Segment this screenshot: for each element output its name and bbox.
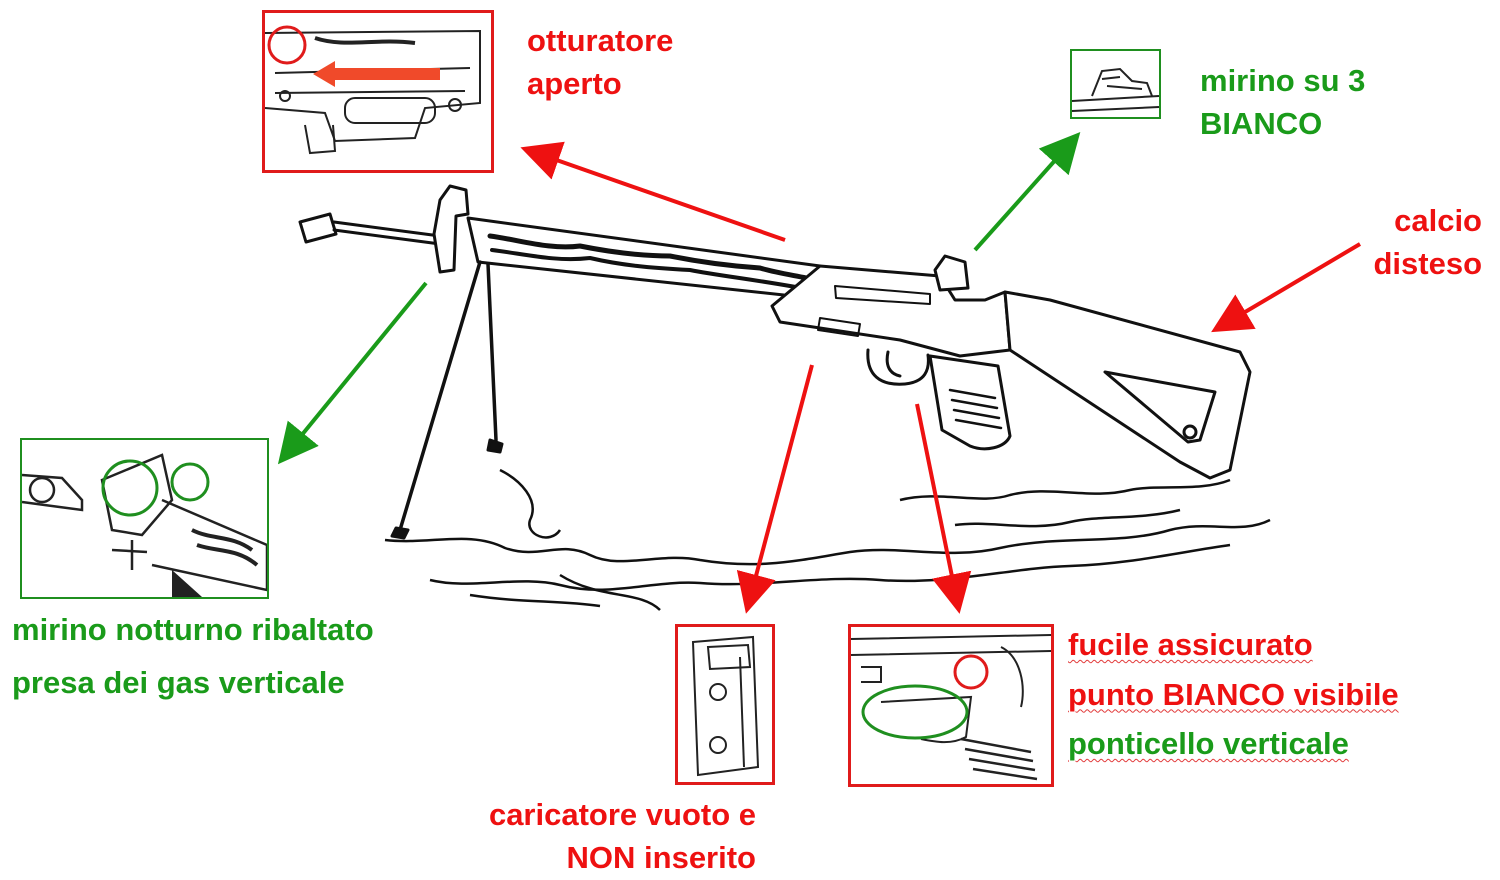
rear-sight-detail-icon bbox=[1072, 67, 1159, 112]
safety-detail-box bbox=[848, 624, 1054, 787]
label-otturatore-line-2: aperto bbox=[527, 65, 622, 101]
night-sight-gas-detail-icon bbox=[22, 453, 267, 597]
label-mirino-notturno-line-2: presa dei gas verticale bbox=[12, 665, 345, 701]
label-mirino-su-3: mirino su 3 BIANCO bbox=[1200, 60, 1365, 146]
label-caricatore-line-2: NON inserito bbox=[566, 839, 756, 875]
arrow-to-stock bbox=[1211, 242, 1362, 333]
label-caricatore: caricatore vuoto e NON inserito bbox=[446, 794, 756, 880]
safety-trigger-detail-icon bbox=[851, 634, 1051, 781]
label-calcio-line-2: disteso bbox=[1373, 245, 1482, 281]
label-mirino-su-3-line-2: BIANCO bbox=[1200, 105, 1323, 141]
label-calcio: calcio disteso bbox=[1362, 200, 1482, 286]
label-mirino-notturno-line-1: mirino notturno ribaltato bbox=[12, 612, 374, 647]
empty-magazine-detail-icon bbox=[691, 635, 760, 777]
magazine-detail-box bbox=[675, 624, 775, 785]
arrow-to-night-sight bbox=[277, 281, 428, 465]
night-sight-detail-box bbox=[20, 438, 269, 599]
ground-shadow bbox=[384, 468, 1271, 611]
label-fucile-line-1: fucile assicurato bbox=[1068, 627, 1313, 662]
label-caricatore-line-1: caricatore vuoto e bbox=[488, 797, 756, 832]
arrow-to-magazine bbox=[736, 364, 814, 614]
label-calcio-line-1: calcio bbox=[1394, 203, 1482, 238]
label-mirino-notturno: mirino notturno ribaltato presa dei gas … bbox=[12, 603, 374, 710]
arrow-to-sight bbox=[973, 132, 1081, 252]
arrow-to-safety bbox=[915, 403, 972, 614]
label-mirino-su-3-line-1: mirino su 3 bbox=[1200, 63, 1366, 98]
rifle-bolt-open-detail-icon bbox=[265, 25, 481, 155]
label-otturatore-line-1: otturatore bbox=[527, 23, 674, 58]
label-otturatore: otturatore aperto bbox=[527, 20, 673, 106]
arrow-to-bolt bbox=[520, 141, 786, 242]
label-fucile-line-2: punto BIANCO visibile bbox=[1068, 676, 1399, 712]
label-fucile-line-3: ponticello verticale bbox=[1068, 726, 1349, 762]
callout-arrows bbox=[277, 132, 1362, 614]
bolt-detail-box bbox=[262, 10, 494, 173]
rifle-body bbox=[298, 184, 1252, 540]
label-fucile: fucile assicurato punto BIANCO visibile … bbox=[1068, 620, 1399, 769]
sight-detail-box bbox=[1070, 49, 1161, 119]
